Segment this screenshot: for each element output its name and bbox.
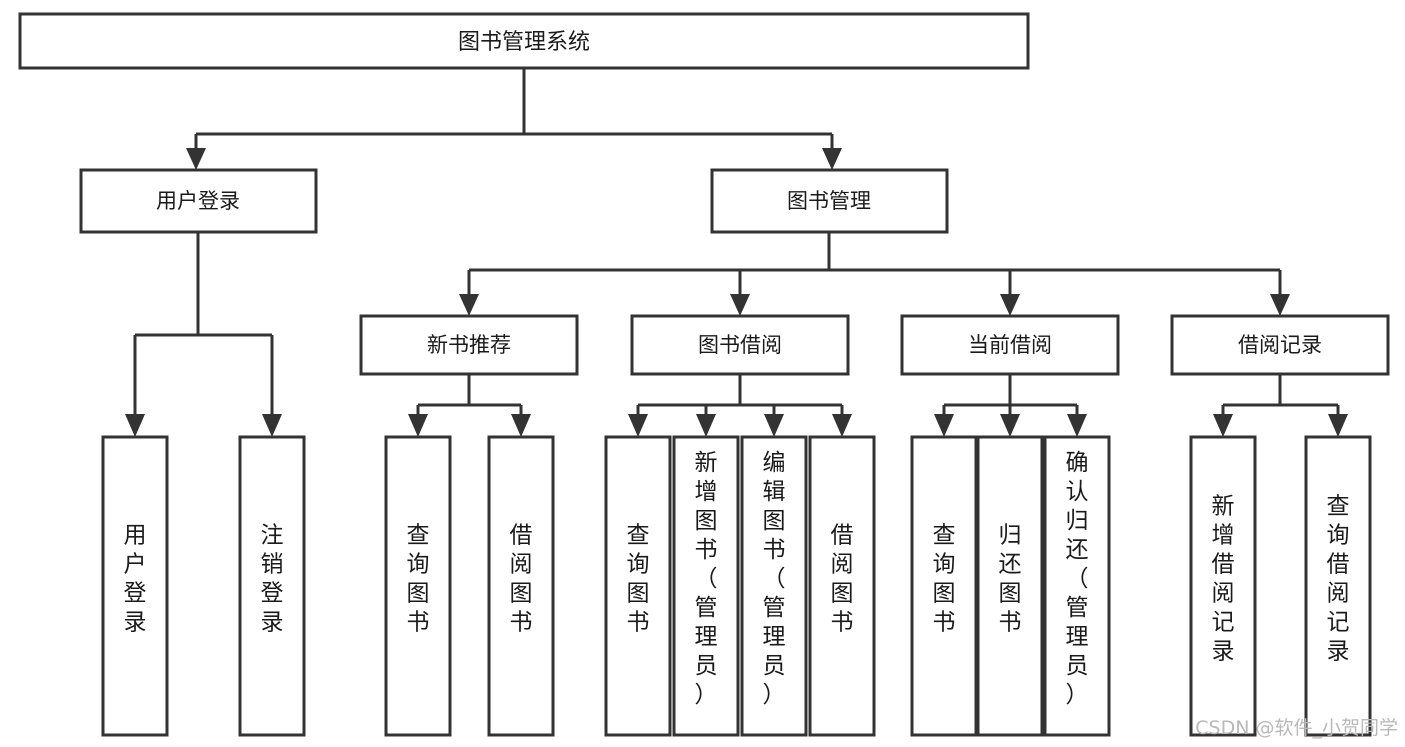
node-leaf-query-book-1-box[interactable] bbox=[384, 435, 452, 737]
arrow-head-leaf-query-book-3 bbox=[934, 414, 954, 437]
node-current-borrow-label: 当前借阅 bbox=[968, 333, 1052, 357]
node-book-manage[interactable]: 图书管理 bbox=[710, 168, 949, 234]
node-leaf-add-record[interactable]: 新增借阅记录 bbox=[1189, 435, 1257, 737]
node-leaf-logout-label: 注销登录 bbox=[261, 523, 284, 636]
node-leaf-add-book[interactable]: 新增图书（管理员） bbox=[672, 435, 740, 737]
node-leaf-edit-book[interactable]: 编辑图书（管理员） bbox=[740, 435, 808, 737]
node-book-manage-label: 图书管理 bbox=[787, 189, 871, 213]
node-leaf-borrow-book-2-label: 借阅图书 bbox=[831, 523, 854, 636]
node-leaf-query-book-2-label: 查询图书 bbox=[627, 523, 650, 636]
arrow-head-book-borrow bbox=[730, 294, 750, 316]
node-leaf-confirm-return[interactable]: 确认归还（管理员） bbox=[1043, 435, 1111, 737]
node-leaf-query-book-1[interactable]: 查询图书 bbox=[384, 435, 452, 737]
arrow-head-leaf-query-book-2 bbox=[628, 414, 648, 437]
node-leaf-add-book-box[interactable] bbox=[672, 435, 740, 737]
node-current-borrow-box[interactable] bbox=[900, 314, 1120, 376]
node-borrow-record-label: 借阅记录 bbox=[1238, 333, 1322, 357]
node-leaf-return-book-box[interactable] bbox=[976, 435, 1044, 737]
node-leaf-edit-book-box[interactable] bbox=[740, 435, 808, 737]
node-leaf-add-record-box[interactable] bbox=[1189, 435, 1257, 737]
node-leaf-add-record-label: 新增借阅记录 bbox=[1212, 494, 1235, 665]
node-user-login-box[interactable] bbox=[79, 168, 318, 234]
arrow-head-leaf-query-record bbox=[1328, 414, 1348, 437]
node-leaf-query-book-1-label: 查询图书 bbox=[407, 523, 430, 636]
arrow-head-borrow-record bbox=[1270, 294, 1290, 316]
node-book-borrow[interactable]: 图书借阅 bbox=[630, 314, 850, 376]
node-leaf-confirm-return-box[interactable] bbox=[1043, 435, 1111, 737]
node-leaf-query-record-box[interactable] bbox=[1304, 435, 1372, 737]
node-new-book-rec-label: 新书推荐 bbox=[427, 333, 511, 357]
connector-layer bbox=[125, 68, 1348, 437]
node-leaf-return-book-label: 归还图书 bbox=[999, 523, 1022, 636]
arrow-head-leaf-borrow-book-1 bbox=[511, 414, 531, 437]
node-leaf-borrow-book-2[interactable]: 借阅图书 bbox=[808, 435, 876, 737]
node-leaf-query-book-3-label: 查询图书 bbox=[933, 523, 956, 636]
node-root-label: 图书管理系统 bbox=[458, 30, 590, 55]
arrow-head-leaf-return-book bbox=[1000, 414, 1020, 437]
node-leaf-logout[interactable]: 注销登录 bbox=[238, 435, 306, 737]
node-user-login[interactable]: 用户登录 bbox=[79, 168, 318, 234]
node-leaf-user-login-label: 用户登录 bbox=[124, 523, 147, 636]
arrow-head-leaf-query-book-1 bbox=[408, 414, 428, 437]
arrow-head-current-borrow bbox=[1000, 294, 1020, 316]
arrow-head-leaf-borrow-book-2 bbox=[832, 414, 852, 437]
arrow-head-new-book-rec bbox=[459, 294, 479, 316]
node-user-login-label: 用户登录 bbox=[156, 189, 240, 213]
node-leaf-query-book-3-box[interactable] bbox=[910, 435, 978, 737]
node-leaf-borrow-book-1[interactable]: 借阅图书 bbox=[487, 435, 555, 737]
leaf-layer: 用户登录 注销登录 查询图书 借阅图书 查询图书 新增图书（管理员） 编辑图书（… bbox=[101, 435, 1372, 737]
node-leaf-query-book-2-box[interactable] bbox=[604, 435, 672, 737]
node-leaf-query-book-2[interactable]: 查询图书 bbox=[604, 435, 672, 737]
node-root-box[interactable] bbox=[18, 12, 1030, 70]
node-book-manage-box[interactable] bbox=[710, 168, 949, 234]
node-leaf-add-book-label: 新增图书（管理员） bbox=[695, 450, 718, 708]
node-book-borrow-box[interactable] bbox=[630, 314, 850, 376]
node-leaf-return-book[interactable]: 归还图书 bbox=[976, 435, 1044, 737]
node-leaf-logout-box[interactable] bbox=[238, 435, 306, 737]
node-root[interactable]: 图书管理系统 bbox=[18, 12, 1030, 70]
node-leaf-borrow-book-1-box[interactable] bbox=[487, 435, 555, 737]
node-leaf-user-login-box[interactable] bbox=[101, 435, 169, 737]
node-book-borrow-label: 图书借阅 bbox=[698, 333, 782, 357]
node-new-book-rec-box[interactable] bbox=[359, 314, 579, 376]
node-leaf-borrow-book-1-label: 借阅图书 bbox=[510, 523, 533, 636]
csdn-watermark: CSDN @软件_小贺同学 bbox=[1195, 717, 1398, 739]
arrow-head-leaf-logout bbox=[262, 414, 282, 437]
node-leaf-query-record[interactable]: 查询借阅记录 bbox=[1304, 435, 1372, 737]
arrow-head-leaf-edit-book bbox=[764, 414, 784, 437]
arrow-head-leaf-add-record bbox=[1213, 414, 1233, 437]
arrow-head-user-login bbox=[186, 148, 206, 170]
arrow-head-book-manage bbox=[822, 148, 842, 170]
node-new-book-rec[interactable]: 新书推荐 bbox=[359, 314, 579, 376]
node-leaf-confirm-return-label: 确认归还（管理员） bbox=[1066, 450, 1089, 708]
node-leaf-borrow-book-2-box[interactable] bbox=[808, 435, 876, 737]
node-leaf-query-book-3[interactable]: 查询图书 bbox=[910, 435, 978, 737]
arrow-head-leaf-confirm-return bbox=[1067, 414, 1087, 437]
arrow-head-leaf-user-login bbox=[125, 414, 145, 437]
node-leaf-user-login[interactable]: 用户登录 bbox=[101, 435, 169, 737]
node-borrow-record-box[interactable] bbox=[1170, 314, 1390, 376]
node-leaf-edit-book-label: 编辑图书（管理员） bbox=[763, 450, 786, 708]
node-borrow-record[interactable]: 借阅记录 bbox=[1170, 314, 1390, 376]
node-leaf-query-record-label: 查询借阅记录 bbox=[1327, 494, 1350, 665]
arrow-head-leaf-add-book bbox=[696, 414, 716, 437]
node-current-borrow[interactable]: 当前借阅 bbox=[900, 314, 1120, 376]
